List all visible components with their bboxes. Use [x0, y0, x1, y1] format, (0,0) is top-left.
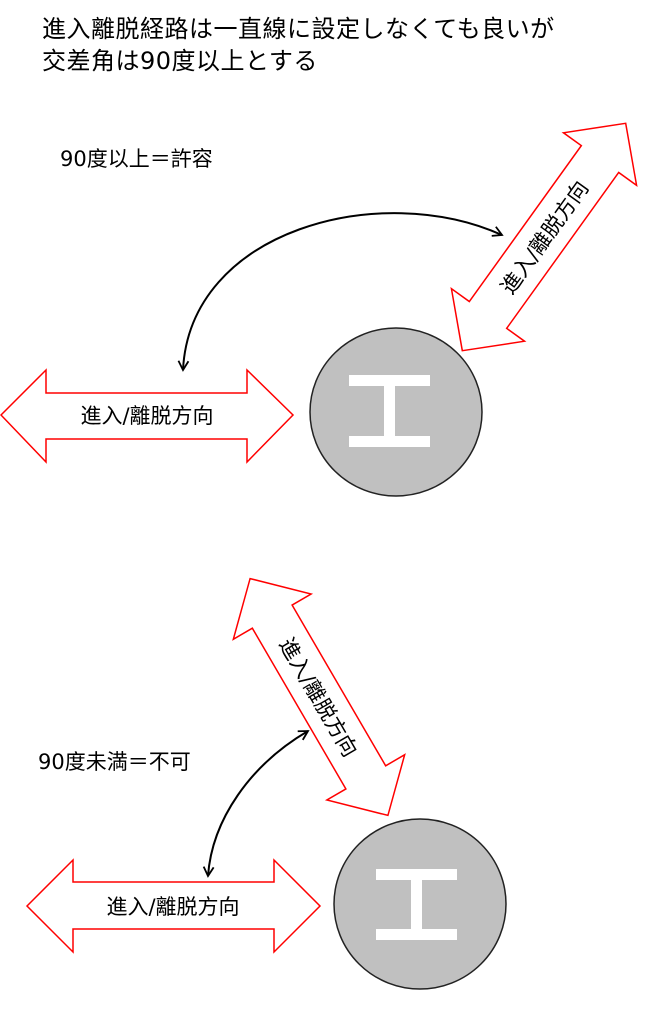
caption-allowed: 90度以上＝許容 [60, 147, 213, 171]
angle-curve-arrow [202, 730, 310, 878]
horizontal-arrow-label: 進入/離脱方向 [80, 404, 213, 428]
horizontal-double-arrow: 進入/離脱方向 [0, 368, 295, 464]
diagram-not-allowed: 進入/離脱方向 進入/離脱方向 [25, 577, 507, 990]
h-beam-icon [376, 869, 457, 940]
diagonal-arrow-label: 進入/離脱方向 [496, 177, 593, 299]
header-line-2: 交差角は90度以上とする [42, 47, 318, 75]
caption-not-allowed: 90度未満＝不可 [38, 750, 191, 774]
h-beam-icon [349, 375, 430, 447]
header-line-1: 進入離脱経路は一直線に設定しなくても良いが [42, 15, 555, 43]
diagonal-double-arrow: 進入/離脱方向 [232, 577, 406, 817]
angle-curve-arrow [177, 212, 504, 372]
horizontal-double-arrow: 進入/離脱方向 [25, 858, 322, 954]
helipad-circle [333, 818, 507, 990]
diagram-allowed: 進入/離脱方向 進入/離脱方向 [0, 122, 638, 497]
helipad-circle [309, 327, 483, 497]
horizontal-arrow-label: 進入/離脱方向 [106, 895, 239, 919]
diagonal-double-arrow: 進入/離脱方向 [450, 122, 638, 352]
